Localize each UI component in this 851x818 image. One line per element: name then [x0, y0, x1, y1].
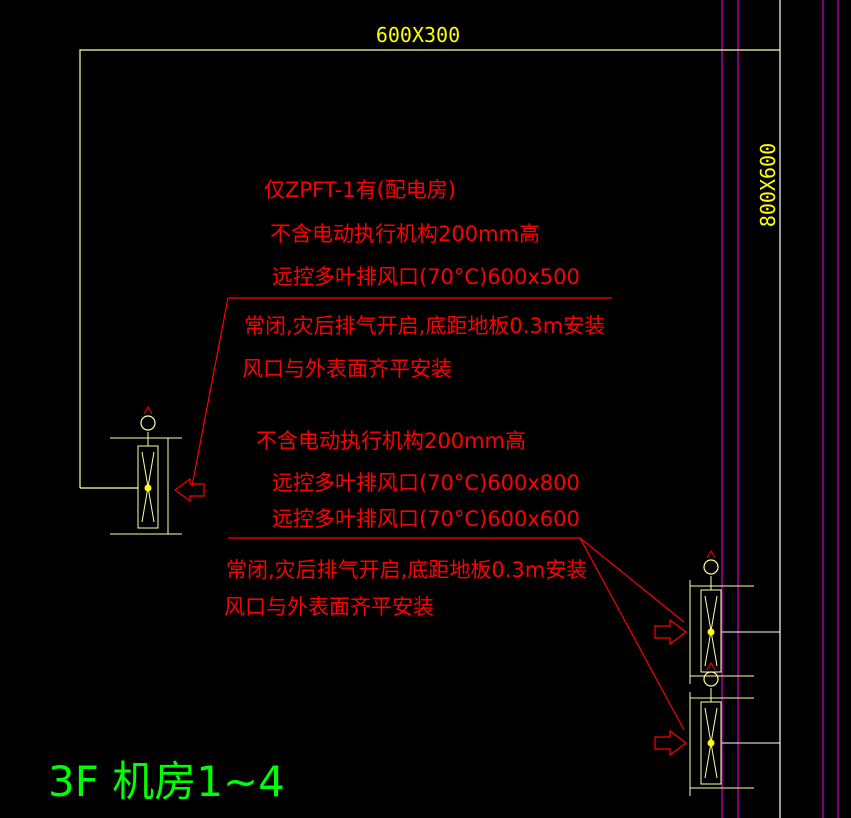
note-lower-line-4: 常闭,灾后排气开启,底距地板0.3m安装	[226, 558, 587, 582]
note-upper-line-1: 仅ZPFT-1有(配电房)	[264, 178, 456, 202]
note-lower-line-3: 远控多叶排风口(70°C)600x600	[272, 507, 580, 531]
actuator-icon	[703, 671, 719, 687]
flow-arrow-icon	[654, 729, 687, 757]
exhaust-damper-icon	[707, 739, 715, 747]
exhaust-damper-icon	[144, 484, 152, 492]
note-upper-line-4: 常闭,灾后排气开启,底距地板0.3m安装	[244, 314, 605, 338]
duct-size-right-label: 800X600	[756, 143, 780, 227]
note-lower-line-2: 远控多叶排风口(70°C)600x800	[272, 471, 580, 495]
exhaust-damper-icon	[707, 628, 715, 636]
note-upper-line-5: 风口与外表面齐平安装	[242, 357, 452, 381]
actuator-icon	[140, 415, 156, 431]
exhaust-damper-right-lower	[654, 661, 780, 796]
exhaust-damper-right-upper	[654, 549, 780, 684]
note-lower-line-5: 风口与外表面齐平安装	[224, 595, 434, 619]
note-lower: 不含电动执行机构200mm高 远控多叶排风口(70°C)600x800 远控多叶…	[224, 429, 685, 731]
exhaust-damper-left	[110, 405, 205, 535]
flow-arrow-icon	[173, 477, 205, 503]
note-upper-line-2: 不含电动执行机构200mm高	[270, 222, 540, 246]
flow-arrow-icon	[654, 618, 687, 646]
actuator-icon	[703, 559, 719, 575]
exhaust-duct	[79, 49, 780, 489]
building-walls	[721, 0, 839, 818]
duct-size-top-label: 600X300	[376, 23, 460, 47]
note-upper-line-3: 远控多叶排风口(70°C)600x500	[272, 265, 580, 289]
note-upper: 仅ZPFT-1有(配电房) 不含电动执行机构200mm高 远控多叶排风口(70°…	[191, 178, 612, 487]
note-lower-line-1: 不含电动执行机构200mm高	[256, 429, 526, 453]
room-title: 3F 机房1~4	[48, 757, 285, 806]
